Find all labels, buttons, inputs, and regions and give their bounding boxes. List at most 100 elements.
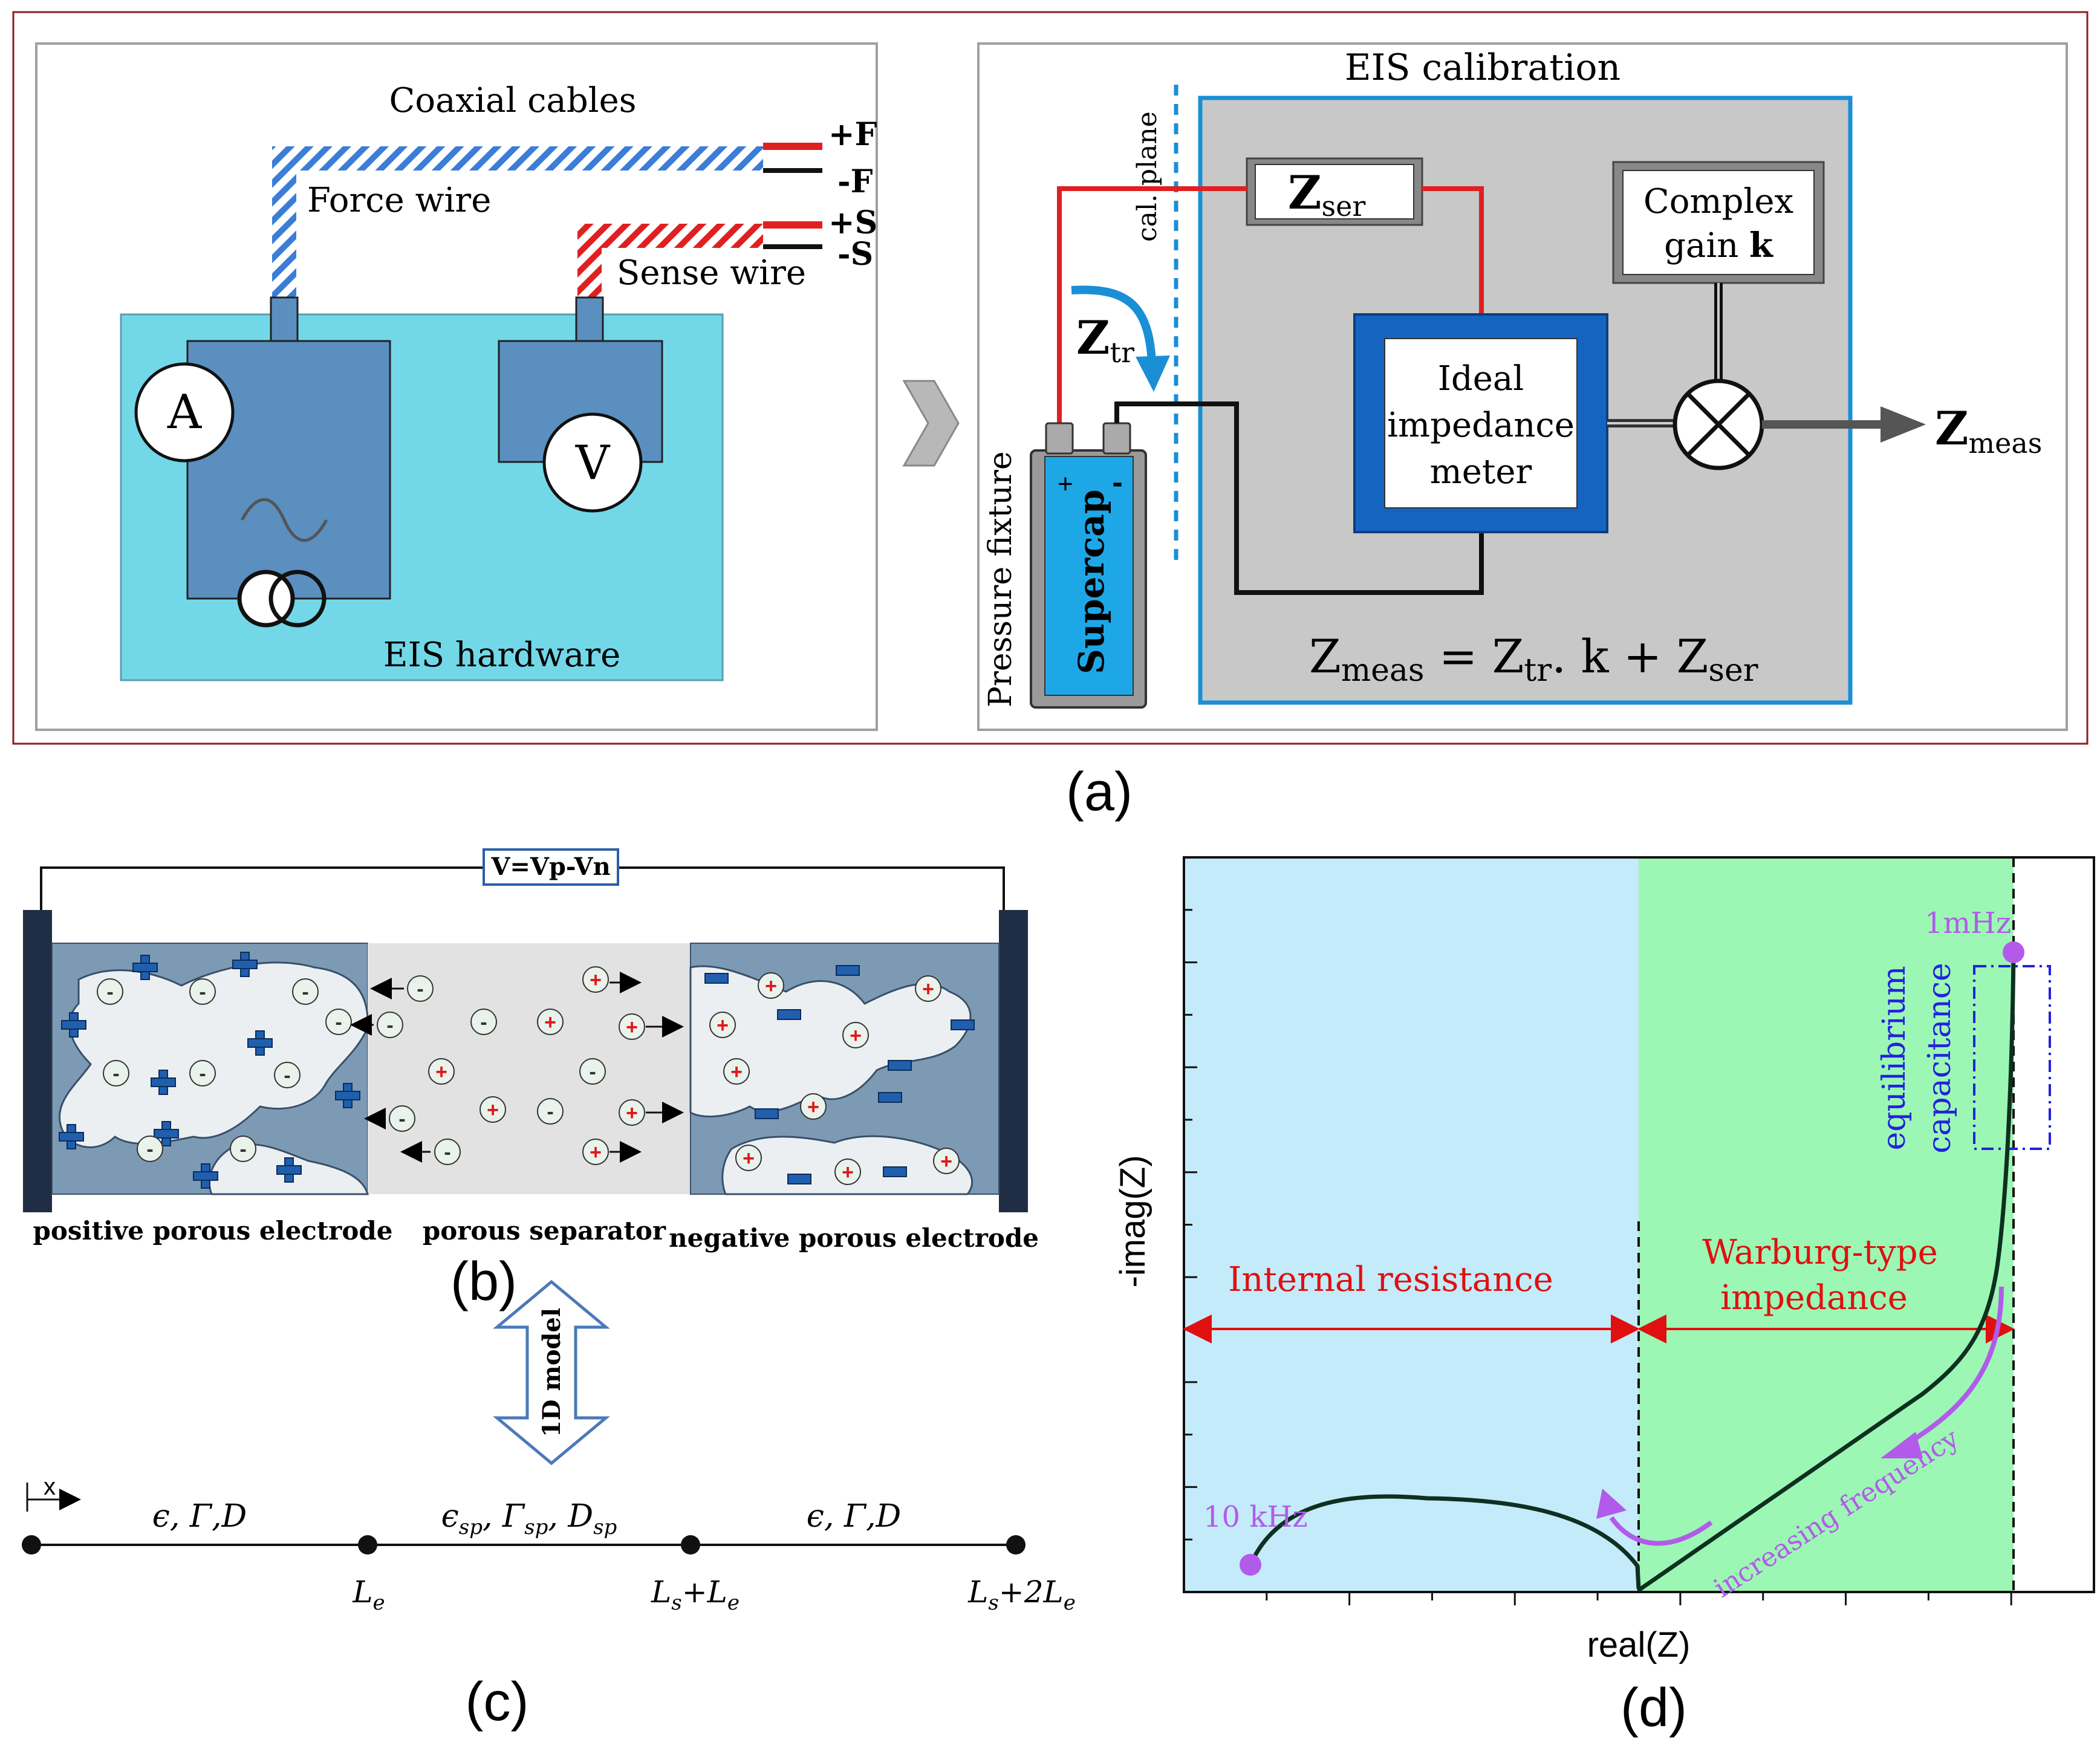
complex-gain-line2: gain k	[1664, 226, 1773, 265]
y-axis-label: -imag(Z)	[1113, 1155, 1152, 1287]
electrode-negative-charge	[704, 973, 729, 984]
current-source-ring-right	[268, 570, 327, 628]
supercap-cell	[1044, 456, 1134, 696]
ztr-arrow	[1071, 285, 1156, 363]
svg-text:-: -	[284, 1064, 290, 1087]
coaxial-cables-label: Coaxial cables	[389, 81, 637, 120]
high-frequency-semicircle	[1248, 1494, 1641, 1590]
ammeter	[134, 362, 235, 463]
negative-current-collector	[999, 910, 1028, 1212]
multiplier-x2	[1686, 392, 1751, 457]
red-force-wire	[1057, 186, 1247, 423]
cation: +	[723, 1058, 750, 1085]
current-source-ring-left	[237, 570, 295, 628]
force-wire-label: Force wire	[307, 181, 491, 220]
supercap-minus: -	[1112, 465, 1122, 500]
svg-text:+: +	[590, 969, 602, 992]
segment-1-params: ϵ, Γ,D	[152, 1498, 247, 1535]
panel-b-caption: (b)	[450, 1252, 517, 1312]
voltmeter-label: V	[575, 436, 611, 490]
equilibrium-label-line2: capacitance	[1922, 963, 1958, 1153]
high-frequency-point	[1240, 1554, 1261, 1576]
eis-calibration-diagram: EIS calibration cal. plane Zser Ztr + - …	[977, 42, 2068, 731]
panel-b: V=Vp-Vn -------------++++-++-+-+++++++++…	[23, 848, 1039, 1312]
frequency-arrow-curved	[1903, 1286, 2004, 1447]
minus-f-label: -F	[837, 163, 873, 200]
pressure-fixture-label: Pressure fixture	[983, 451, 1019, 707]
sense-wire-cable	[577, 224, 763, 297]
svg-text:-: -	[398, 1108, 405, 1131]
electrode-positive-charge	[61, 1012, 86, 1038]
eis-hardware-diagram: Coaxial cables Force wire Sense wire +F …	[35, 42, 878, 731]
anion: -	[189, 978, 216, 1005]
voltage-wire	[40, 866, 1005, 910]
node-0	[22, 1535, 41, 1555]
cation: +	[537, 1009, 564, 1035]
electrode-negative-charge	[951, 1019, 975, 1030]
force-wire-cable	[272, 146, 763, 297]
electrode-positive-charge	[151, 1070, 176, 1095]
svg-text:+: +	[850, 1024, 862, 1047]
svg-text:+: +	[922, 978, 934, 1001]
electrode-negative-charge	[787, 1174, 811, 1184]
sense-connector	[575, 296, 604, 342]
anion: -	[137, 1136, 163, 1162]
internal-resistance-label: Internal resistance	[1228, 1260, 1553, 1299]
warburg-curve	[1637, 952, 2016, 1592]
ion-layer: -------------++++-++-+-+++++++++	[59, 952, 975, 1189]
anion: -	[189, 1060, 216, 1087]
segment-3-params: ϵ, Γ,D	[807, 1498, 901, 1535]
supercap-plus: +	[1058, 469, 1073, 499]
electrode-positive-charge	[232, 952, 258, 977]
electrode-negative-charge	[883, 1166, 907, 1177]
svg-text:-: -	[589, 1061, 596, 1084]
svg-text:-: -	[112, 1062, 119, 1085]
warburg-label-line2: impedance	[1720, 1278, 1908, 1317]
plus-f-label: +F	[828, 116, 877, 153]
supercap-negative-terminal	[1102, 422, 1131, 455]
electrode-negative-charge	[878, 1092, 902, 1103]
cation: +	[479, 1096, 506, 1123]
x-axis-label-d: real(Z)	[1587, 1625, 1691, 1665]
cal-plane-label: cal. plane	[1132, 111, 1163, 242]
voltage-label: V=Vp-Vn	[490, 853, 610, 881]
low-frequency-point	[2003, 941, 2024, 963]
anion: -	[407, 975, 434, 1002]
svg-text:+: +	[487, 1099, 499, 1122]
force-connector	[270, 296, 299, 342]
svg-text:-: -	[302, 981, 308, 1004]
electrode-positive-charge	[247, 1030, 273, 1056]
cation: +	[933, 1148, 960, 1174]
svg-text:+: +	[940, 1150, 952, 1173]
ac-sine-symbol	[240, 498, 328, 542]
panel-c-caption: (c)	[466, 1672, 529, 1732]
anion: -	[537, 1098, 564, 1125]
svg-text:+: +	[743, 1147, 755, 1170]
svg-text:-: -	[335, 1011, 342, 1034]
zser-box-inner	[1255, 164, 1414, 219]
black-sense-wire	[1114, 401, 1484, 595]
cation: +	[709, 1012, 736, 1038]
axis-ticks	[1184, 909, 2012, 1605]
anion: -	[377, 1012, 403, 1038]
cation: +	[834, 1158, 861, 1185]
cation: +	[735, 1145, 762, 1171]
ammeter-label: A	[167, 385, 203, 440]
plus-s-label: +S	[828, 204, 877, 241]
svg-text:-: -	[199, 981, 206, 1004]
svg-text:-: -	[417, 978, 423, 1001]
ideal-meter-line1: Ideal	[1438, 359, 1524, 398]
panel-c: x ϵ, Γ,D ϵsp, Γsp, Dsp ϵ, Γ,D Le Ls+Le L…	[22, 1473, 1076, 1732]
electrode-negative-charge	[755, 1108, 779, 1119]
electrode-positive-charge	[59, 1124, 84, 1149]
anion: -	[103, 1060, 129, 1087]
output-arrowhead	[1881, 406, 1926, 443]
svg-text:-: -	[239, 1138, 246, 1161]
svg-text:+: +	[626, 1016, 638, 1039]
zser-label: Zser	[1288, 166, 1365, 223]
svg-text:-: -	[146, 1138, 153, 1161]
ztr-label: Ztr	[1076, 311, 1134, 369]
electrode-negative-charge	[888, 1060, 912, 1071]
ideal-meter-line2: impedance	[1387, 406, 1575, 445]
anion: -	[274, 1062, 301, 1088]
